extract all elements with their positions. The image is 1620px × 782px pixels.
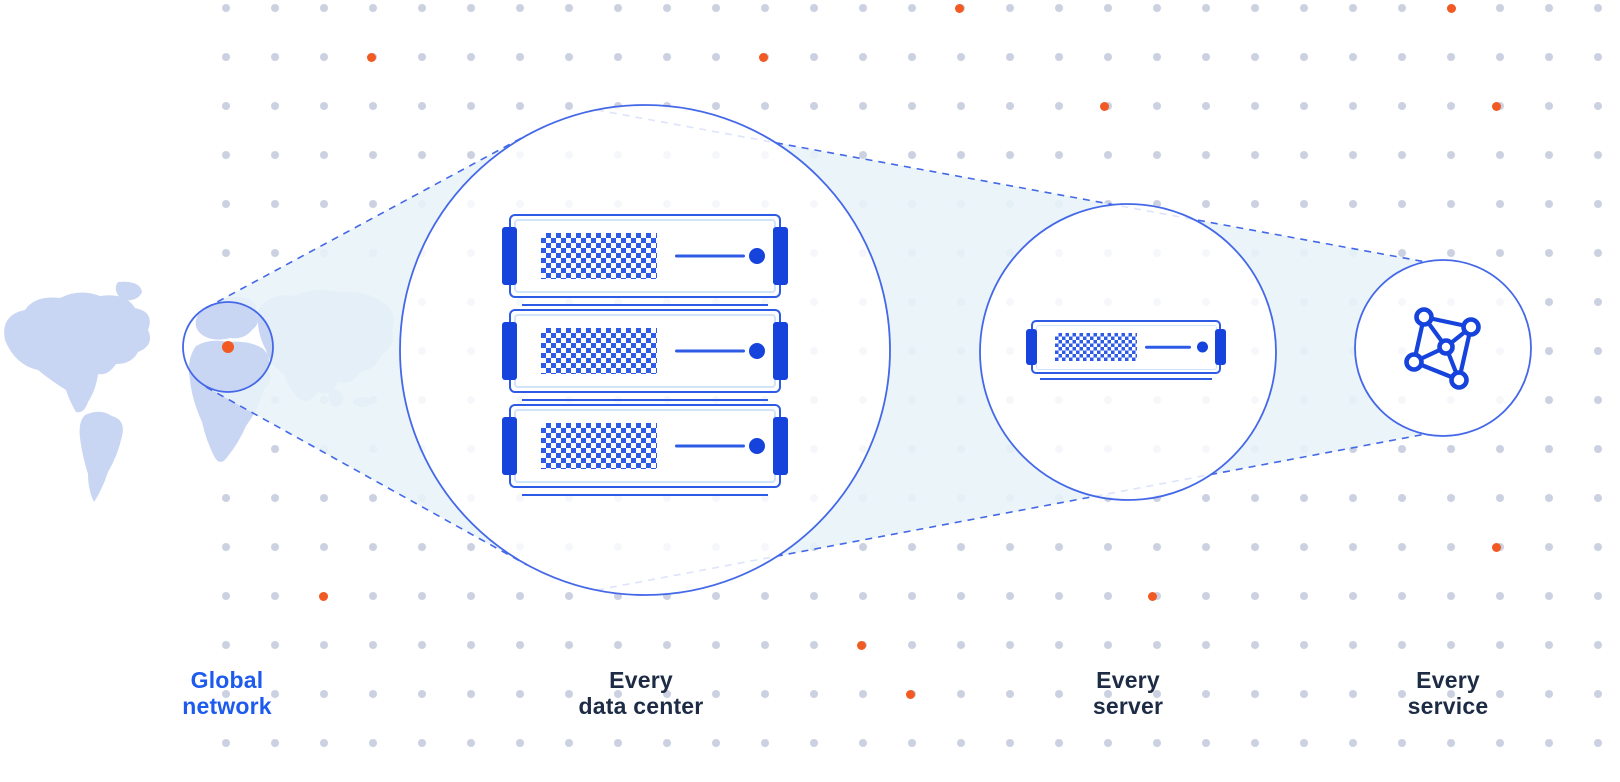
power-led-icon bbox=[749, 248, 765, 264]
slot-line bbox=[1145, 345, 1191, 349]
slot-line bbox=[675, 349, 745, 353]
label-line: Every bbox=[1096, 667, 1160, 693]
orange-dot bbox=[366, 52, 376, 62]
orange-dot bbox=[1491, 101, 1501, 111]
vent-pattern-icon bbox=[541, 423, 657, 469]
label-global-network: Global network bbox=[182, 667, 272, 719]
label-line: Every bbox=[1416, 667, 1480, 693]
graph-node bbox=[1437, 338, 1455, 356]
rack-ear-icon bbox=[773, 227, 788, 285]
power-led-icon bbox=[1197, 341, 1208, 353]
server-face bbox=[509, 404, 781, 488]
single-server-unit bbox=[1026, 320, 1226, 380]
orange-dot bbox=[905, 689, 915, 699]
dashed-tangent bbox=[596, 109, 1427, 263]
dashed-tangent bbox=[596, 433, 1427, 591]
orange-dot bbox=[758, 52, 768, 62]
rack-ear-icon bbox=[1215, 329, 1226, 365]
label-line: service bbox=[1407, 693, 1489, 719]
vent-pattern-icon bbox=[541, 233, 657, 279]
graph-node bbox=[1414, 307, 1434, 327]
server-rack bbox=[502, 214, 788, 499]
rack-ear-icon bbox=[773, 322, 788, 380]
label-line: network bbox=[182, 693, 272, 719]
orange-dot bbox=[1491, 542, 1501, 552]
server-face bbox=[1031, 320, 1221, 374]
label-every-server: Every server bbox=[1093, 667, 1163, 719]
server-shelf-line bbox=[522, 494, 768, 496]
power-led-icon bbox=[749, 438, 765, 454]
rack-ear-icon bbox=[502, 227, 517, 285]
rack-ear-icon bbox=[502, 322, 517, 380]
server-shelf-line bbox=[522, 399, 768, 401]
slot-line bbox=[675, 444, 745, 448]
label-line: server bbox=[1092, 693, 1164, 719]
rack-ear-icon bbox=[502, 417, 517, 475]
orange-dot bbox=[1147, 591, 1157, 601]
graph-node bbox=[1404, 352, 1424, 372]
server-shelf-line bbox=[522, 304, 768, 306]
orange-dot bbox=[318, 591, 328, 601]
server-face bbox=[509, 214, 781, 298]
power-led-icon bbox=[749, 343, 765, 359]
label-line: Global bbox=[190, 667, 264, 693]
dashed-tangent bbox=[205, 134, 528, 309]
rack-ear-icon bbox=[1026, 329, 1037, 365]
orange-dot bbox=[954, 3, 964, 13]
map-focus-circle bbox=[182, 301, 274, 393]
rack-ear-icon bbox=[773, 417, 788, 475]
orange-dot bbox=[1099, 101, 1109, 111]
slot-line bbox=[675, 254, 745, 258]
location-marker-dot bbox=[222, 341, 234, 353]
graph-node bbox=[1461, 317, 1481, 337]
north-america bbox=[4, 292, 151, 413]
dashed-tangent bbox=[205, 386, 528, 566]
server-unit bbox=[502, 309, 788, 401]
server-shelf-line bbox=[1040, 378, 1212, 380]
network-graph-icon bbox=[1404, 307, 1481, 390]
south-america bbox=[79, 411, 123, 502]
graph-node bbox=[1449, 370, 1469, 390]
orange-dot bbox=[856, 640, 866, 650]
server-unit bbox=[502, 404, 788, 496]
server-unit bbox=[502, 214, 788, 306]
label-line: data center bbox=[578, 693, 704, 719]
server-face bbox=[509, 309, 781, 393]
vent-pattern-icon bbox=[541, 328, 657, 374]
label-every-data-center: Every data center bbox=[579, 667, 704, 719]
label-every-service: Every service bbox=[1408, 667, 1489, 719]
label-line: Every bbox=[609, 667, 673, 693]
greenland bbox=[115, 281, 142, 301]
orange-dot bbox=[1446, 3, 1456, 13]
vent-pattern-icon bbox=[1055, 333, 1137, 361]
